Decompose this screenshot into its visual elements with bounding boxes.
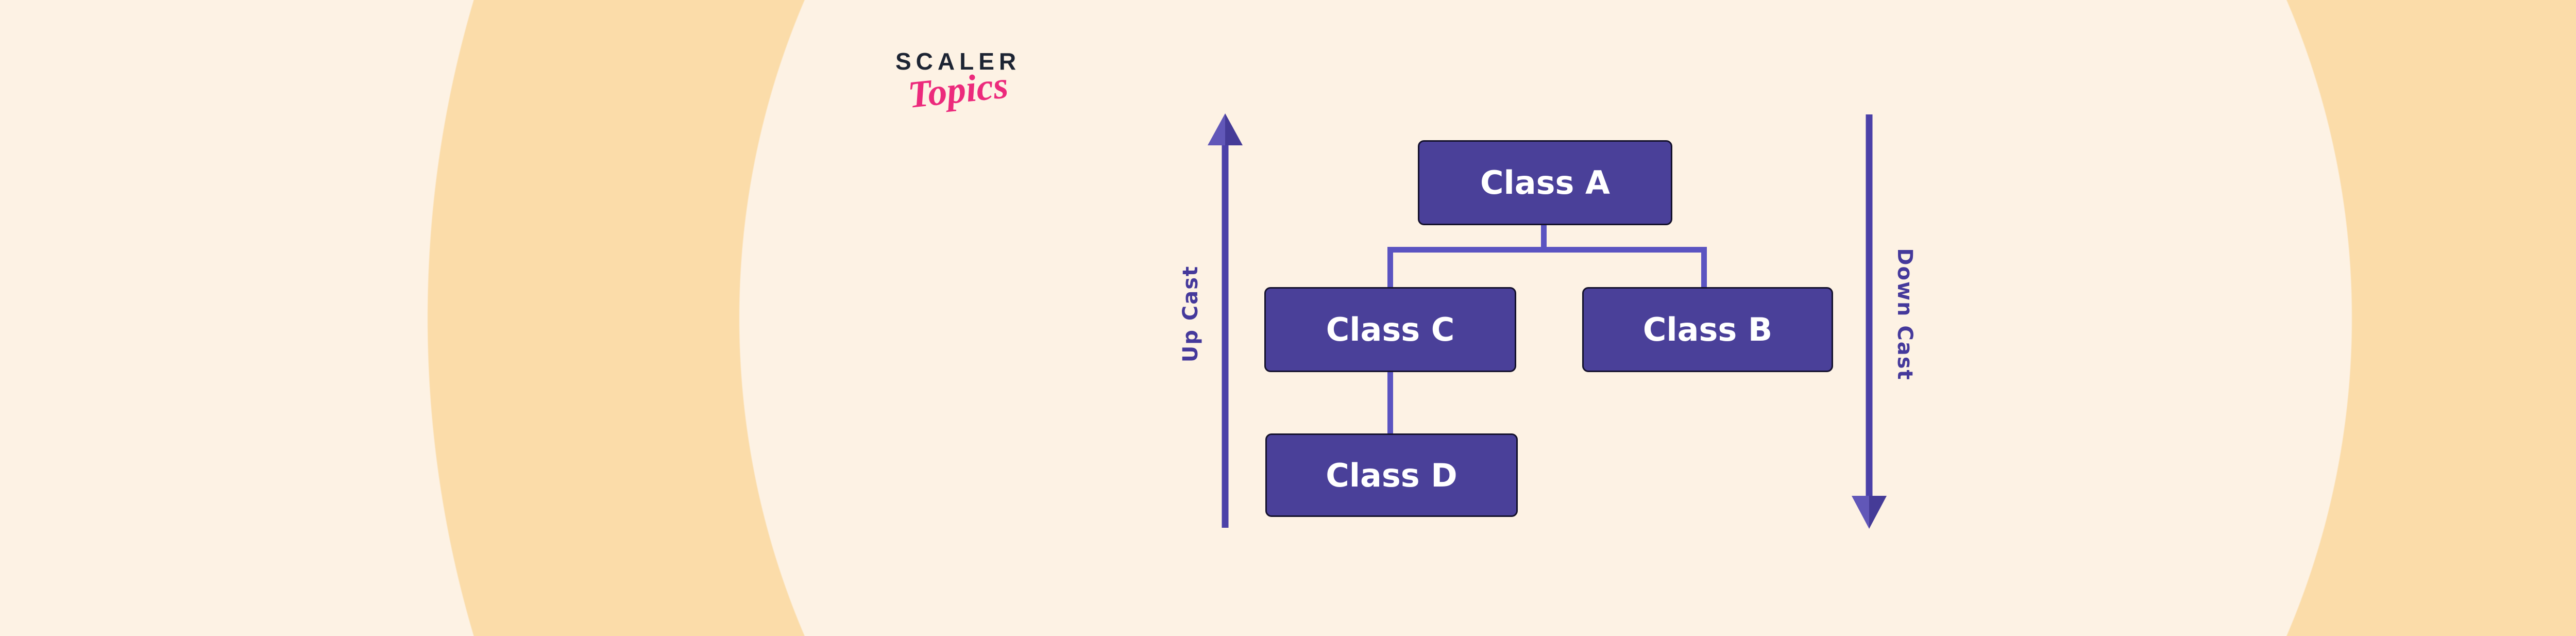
up-arrow-icon	[1208, 113, 1243, 528]
class-node-b-label: Class B	[1642, 311, 1773, 348]
connector-classc-to-classd	[1387, 371, 1393, 435]
class-node-a: Class A	[1418, 140, 1672, 225]
connector-to-classc	[1387, 247, 1393, 289]
connector-horizontal-bar	[1387, 247, 1707, 253]
logo-brand-text: SCALER	[895, 48, 1021, 75]
down-arrow-icon	[1852, 114, 1887, 529]
upcast-label: Up Cast	[1179, 265, 1202, 363]
class-node-d: Class D	[1265, 433, 1518, 517]
scaler-topics-logo: SCALER Topics	[895, 47, 1021, 116]
class-node-a-label: Class A	[1480, 164, 1610, 202]
class-node-c: Class C	[1264, 287, 1516, 372]
downcast-label: Down Cast	[1893, 248, 1917, 381]
connector-to-classb	[1701, 247, 1707, 289]
class-node-c-label: Class C	[1326, 311, 1455, 348]
connector-classa-stub	[1541, 225, 1547, 252]
class-node-d-label: Class D	[1326, 456, 1458, 494]
class-node-b: Class B	[1582, 287, 1833, 372]
